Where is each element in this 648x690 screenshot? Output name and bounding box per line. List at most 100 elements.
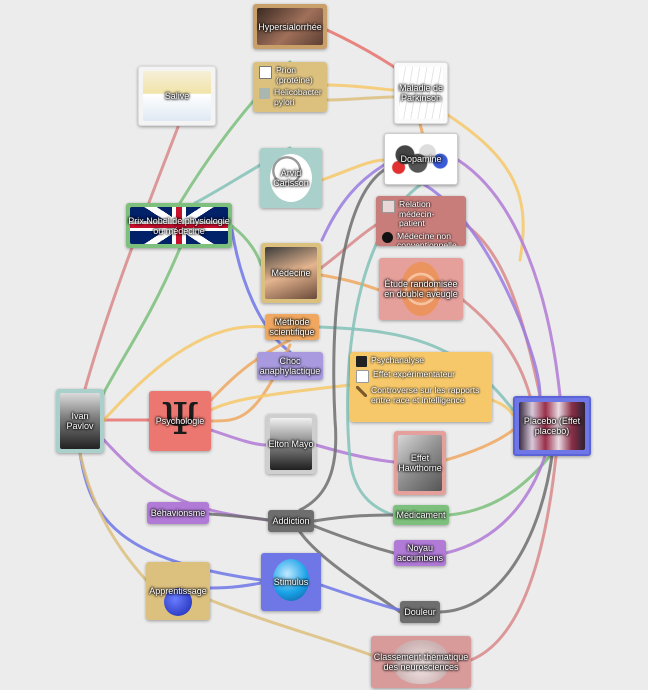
node-label: Choc anaphylactique — [259, 356, 321, 376]
connection-edge — [209, 383, 352, 412]
node-label: Elton Mayo — [268, 439, 314, 449]
node-methode[interactable]: Méthode scientifique — [265, 314, 319, 340]
pills-photo — [519, 402, 585, 450]
connection-edge — [320, 158, 386, 182]
list-item[interactable]: Controverse sur les rapports entre race … — [356, 385, 486, 405]
connection-edge — [490, 398, 515, 417]
molecule-image — [389, 138, 453, 180]
list-item[interactable]: Prion (protéine) — [259, 65, 321, 85]
connection-edge — [319, 223, 378, 270]
connection-edge — [319, 583, 402, 612]
connection-edge — [230, 224, 263, 267]
connection-edge — [320, 163, 386, 242]
photo-image — [265, 247, 317, 299]
list-item[interactable]: Médecine non conventionnelle — [382, 231, 460, 246]
image-icon — [356, 356, 367, 367]
node-group-psychanalyse[interactable]: Psychanalyse Effet expérimentateur Contr… — [350, 352, 492, 422]
brain-image — [393, 640, 449, 684]
node-label: Addiction — [272, 516, 310, 526]
connection-edge — [444, 428, 515, 462]
connection-edge — [317, 325, 515, 412]
node-label: Maladie de Parkinson — [398, 83, 444, 103]
node-group-relation[interactable]: Relation médecin-patient Médecine non co… — [376, 196, 466, 246]
node-stimulus[interactable]: Stimulus — [261, 553, 321, 611]
node-psychologie[interactable]: Ψ Psychologie — [149, 391, 211, 451]
node-label: Arvid Carlsson — [273, 168, 309, 188]
connection-edge — [438, 454, 554, 614]
flask-image — [164, 588, 192, 616]
node-label: Médicament — [396, 510, 446, 520]
node-label: Effet Hawthorne — [398, 453, 442, 473]
connection-edge — [83, 125, 180, 391]
connection-edge — [438, 108, 525, 262]
node-label: Noyau accumbens — [396, 543, 444, 563]
node-label: Salive — [164, 91, 190, 101]
portrait-photo — [257, 8, 323, 45]
node-addiction[interactable]: Addiction — [268, 510, 314, 532]
node-medecine[interactable]: Médecine — [261, 243, 321, 303]
connection-edge — [207, 512, 270, 522]
node-label: Classement thématique des neurosciences — [373, 652, 469, 672]
connection-edge — [447, 454, 552, 517]
psi-symbol-icon: Ψ — [160, 394, 200, 445]
salivary-diagram-image — [143, 71, 211, 121]
node-dopamine[interactable]: Dopamine — [384, 133, 458, 185]
uk-flag-image — [130, 207, 228, 244]
node-label: Prix Nobel de physiologie ou médecine — [128, 215, 230, 236]
node-group-prion[interactable]: Prion (protéine) Helicobacter pylori — [253, 62, 327, 112]
node-label: Dopamine — [400, 154, 442, 164]
node-douleur[interactable]: Douleur — [400, 601, 440, 623]
image-icon — [382, 200, 395, 213]
list-item[interactable]: Effet expérimentateur — [356, 369, 486, 383]
node-prix-nobel[interactable]: Prix Nobel de physiologie ou médecine — [126, 203, 232, 248]
photo-image — [398, 435, 442, 491]
node-etude[interactable]: Étude randomisée en double aveugle — [379, 258, 463, 320]
node-label: Placebo (Effet placebo) — [523, 416, 581, 436]
connection-edge — [314, 443, 396, 464]
connection-edge — [312, 513, 395, 523]
node-noyau[interactable]: Noyau accumbens — [394, 540, 446, 566]
connection-edge — [209, 338, 292, 402]
node-placebo[interactable]: Placebo (Effet placebo) — [513, 396, 591, 456]
node-label: Stimulus — [273, 577, 309, 587]
connection-edge — [319, 273, 381, 292]
connection-edge — [444, 454, 547, 555]
node-carlsson[interactable]: Arvid Carlsson — [260, 148, 322, 208]
node-label: Hypersialorrhée — [258, 21, 322, 32]
node-pavlov[interactable]: Ivan Pavlov — [56, 389, 104, 453]
node-parkinson[interactable]: Maladie de Parkinson — [394, 62, 448, 124]
connection-edge — [456, 158, 562, 398]
node-label: Psychologie — [155, 416, 205, 426]
connection-edge — [102, 324, 267, 422]
connection-edge — [208, 581, 263, 590]
list-item[interactable]: Helicobacter pylori — [259, 87, 322, 107]
anarchy-symbol-icon — [382, 231, 393, 243]
node-hypersialorrhee[interactable]: Hypersialorrhée — [253, 4, 327, 49]
portrait-photo — [60, 393, 100, 449]
connection-edge — [78, 451, 148, 582]
node-classement[interactable]: Classement thématique des neurosciences — [371, 636, 471, 688]
list-item[interactable]: Psychanalyse — [356, 355, 486, 367]
node-apprentissage[interactable]: Apprentissage — [146, 562, 210, 620]
image-icon — [356, 370, 369, 383]
image-icon — [259, 88, 270, 99]
connection-edge — [469, 454, 558, 662]
node-label: Béhavionsme — [150, 508, 206, 518]
node-mayo[interactable]: Elton Mayo — [266, 414, 316, 474]
image-icon — [259, 66, 272, 79]
node-behaviorisme[interactable]: Béhavionsme — [147, 502, 209, 524]
connection-edge — [461, 298, 532, 398]
sketch-image — [399, 67, 443, 119]
node-choc[interactable]: Choc anaphylactique — [257, 352, 323, 380]
portrait-photo — [270, 418, 312, 470]
connection-edge — [464, 223, 542, 398]
feather-icon — [356, 386, 367, 397]
node-label: Médecine — [271, 268, 311, 278]
connection-edge — [298, 530, 402, 614]
list-item[interactable]: Relation médecin-patient — [382, 199, 460, 229]
node-hawthorne[interactable]: Effet Hawthorne — [394, 431, 446, 495]
node-medicament[interactable]: Médicament — [393, 505, 449, 525]
connection-edge — [98, 246, 182, 402]
connection-edge — [312, 524, 396, 555]
node-salive[interactable]: Salive — [138, 66, 216, 126]
